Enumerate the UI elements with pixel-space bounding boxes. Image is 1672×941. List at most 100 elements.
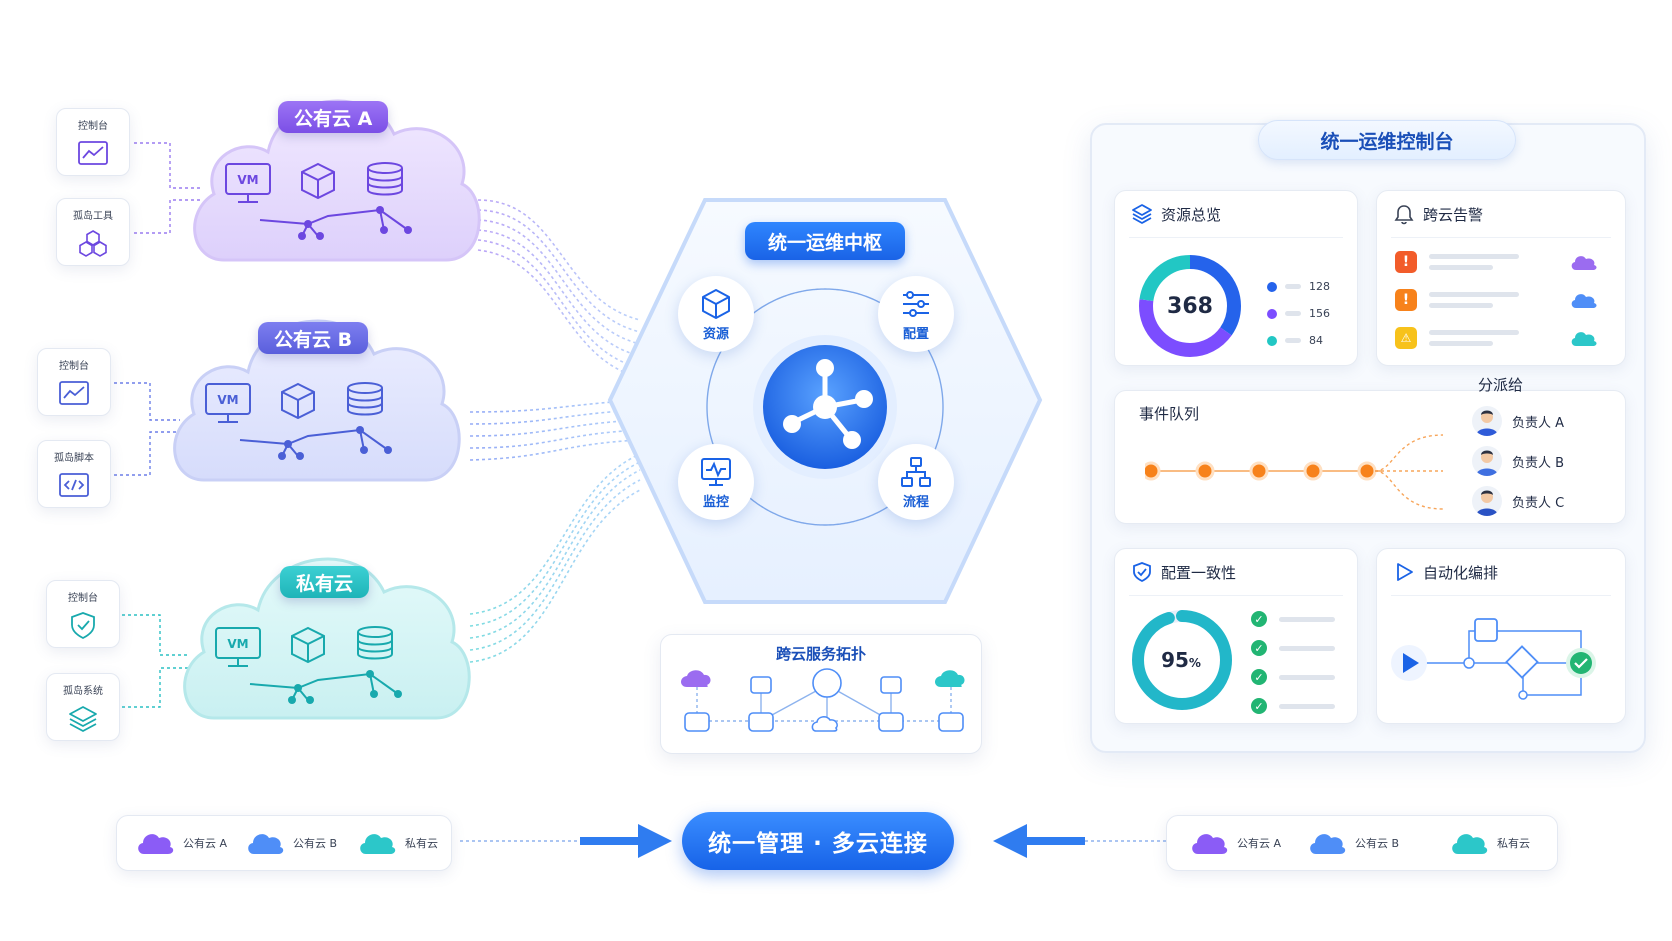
assignee-name: 负责人 A	[1512, 415, 1565, 431]
tool-label: 控制台	[59, 360, 89, 372]
cloud-public-b[interactable]: 公有云 B VM	[164, 292, 464, 492]
bottom-banner: 统一管理 · 多云连接	[682, 812, 954, 870]
tool-console-b[interactable]: 控制台	[37, 348, 111, 416]
legend-cloud-b: 公有云 B	[1307, 828, 1399, 858]
hub-node-label: 流程	[902, 494, 929, 510]
alert-row[interactable]: !	[1395, 251, 1599, 273]
hub-node-resources[interactable]: 资源	[678, 276, 754, 352]
monitor-icon	[701, 457, 731, 486]
event-queue-card[interactable]: 事件队列	[1114, 390, 1626, 524]
card-header: 配置一致性	[1131, 561, 1236, 583]
cloud-icon	[360, 834, 396, 854]
consistency-ring: 95%	[1132, 610, 1232, 710]
alert-row[interactable]: !	[1395, 289, 1599, 311]
legend-dot	[1267, 308, 1277, 319]
legend-cloud-a: 公有云 A	[135, 828, 227, 858]
legend-item: 128	[1267, 280, 1330, 293]
vm-label: VM	[217, 393, 238, 407]
layers-icon	[69, 705, 97, 732]
divider	[1391, 237, 1611, 238]
shield-icon	[71, 611, 95, 639]
check-bar	[1279, 703, 1335, 709]
hub-title: 统一运维中枢	[745, 222, 905, 260]
consistency-checks: ✓ ✓ ✓ ✓	[1251, 611, 1335, 714]
legend-bar	[1285, 338, 1301, 343]
hub-node-label: 配置	[902, 326, 929, 342]
bottom-arrows	[460, 824, 1205, 858]
alert-row[interactable]: ⚠	[1395, 327, 1599, 349]
assignee-name: 负责人 C	[1512, 495, 1565, 511]
cloud-private[interactable]: 私有云 VM	[174, 530, 474, 730]
assignee-item[interactable]: 负责人 A	[1472, 406, 1564, 436]
cloud-label: 公有云 A	[278, 101, 389, 133]
consistency-unit: %	[1189, 656, 1201, 670]
card-header: 资源总览	[1131, 203, 1221, 225]
svg-text:95%: 95%	[1161, 648, 1201, 672]
hub-node-monitor[interactable]: 监控	[678, 444, 754, 520]
cloud-label: 私有云	[280, 566, 370, 598]
legend-cloud-private: 私有云	[357, 828, 438, 858]
line-chart-icon	[59, 380, 89, 405]
check-row: ✓	[1251, 640, 1335, 656]
legend-label: 公有云 A	[183, 837, 228, 850]
flow-icon	[901, 456, 931, 487]
topology-title: 跨云服务拓扑	[775, 645, 866, 663]
tool-system-private[interactable]: 孤岛系统	[46, 673, 120, 741]
assignee-item[interactable]: 负责人 C	[1472, 486, 1564, 516]
vm-label: VM	[227, 637, 248, 651]
shield-check-icon	[1133, 562, 1151, 583]
config-consistency-card[interactable]: 配置一致性 95% ✓ ✓ ✓ ✓	[1114, 548, 1358, 724]
legend-left: 公有云 A 公有云 B 私有云	[116, 815, 452, 871]
cross-cloud-alerts-card[interactable]: 跨云告警 ! ! ⚠	[1376, 190, 1626, 366]
consistency-arc	[1132, 610, 1232, 710]
card-title: 自动化编排	[1423, 563, 1499, 582]
cloud-label: 公有云 B	[258, 322, 369, 354]
cloud-icon	[1571, 332, 1597, 346]
legend-cloud-b: 公有云 B	[245, 828, 337, 858]
check-row: ✓	[1251, 669, 1335, 685]
assignee-item[interactable]: 负责人 B	[1472, 446, 1564, 476]
hexagons-icon	[79, 229, 107, 257]
cloud-icon	[1310, 834, 1346, 854]
card-header: 跨云告警	[1393, 203, 1483, 225]
legend-bar	[1285, 311, 1301, 316]
alert-bar	[1429, 330, 1519, 335]
automation-card[interactable]: 自动化编排	[1376, 548, 1626, 724]
tool-label: 控制台	[78, 120, 108, 132]
event-chain	[1145, 434, 1444, 510]
cloud-public-a[interactable]: 公有云 A VM	[184, 72, 484, 272]
assignee-name: 负责人 B	[1512, 455, 1565, 471]
card-title: 资源总览	[1161, 205, 1222, 224]
legend-dot	[1267, 281, 1277, 292]
alert-caution-icon: ⚠	[1395, 327, 1417, 349]
assign-title: 分派给	[1478, 376, 1524, 394]
resource-overview-card[interactable]: 资源总览 368 128 156 84	[1114, 190, 1358, 366]
topology-card[interactable]: 跨云服务拓扑	[660, 634, 982, 754]
avatar	[1472, 406, 1502, 436]
console-title: 统一运维控制台	[1258, 120, 1516, 160]
resource-donut: 368	[1139, 255, 1241, 357]
cloud-resources: VM	[215, 626, 402, 704]
check-icon: ✓	[1251, 640, 1267, 656]
cloud-icon	[138, 834, 174, 854]
alert-bar	[1429, 341, 1493, 346]
tool-console-private[interactable]: 控制台	[46, 580, 120, 648]
tool-script-b[interactable]: 孤岛脚本	[37, 440, 111, 508]
layers-icon	[1132, 204, 1152, 224]
legend-label: 私有云	[405, 837, 438, 850]
tool-console-a[interactable]: 控制台	[56, 108, 130, 176]
check-bar	[1279, 616, 1335, 622]
check-icon: ✓	[1251, 611, 1267, 627]
legend-bar	[1285, 284, 1301, 289]
cloud-icon	[1452, 834, 1488, 854]
hub-node-workflow[interactable]: 流程	[878, 444, 954, 520]
line-chart-icon	[78, 140, 108, 165]
tool-island-a[interactable]: 孤岛工具	[56, 198, 130, 266]
automation-flow	[1391, 618, 1596, 700]
divider	[1129, 595, 1343, 596]
hub-node-config[interactable]: 配置	[878, 276, 954, 352]
avatar	[1472, 446, 1502, 476]
legend-label: 公有云 A	[1237, 837, 1282, 850]
legend-value: 156	[1309, 307, 1330, 320]
legend-item: 156	[1267, 307, 1330, 320]
